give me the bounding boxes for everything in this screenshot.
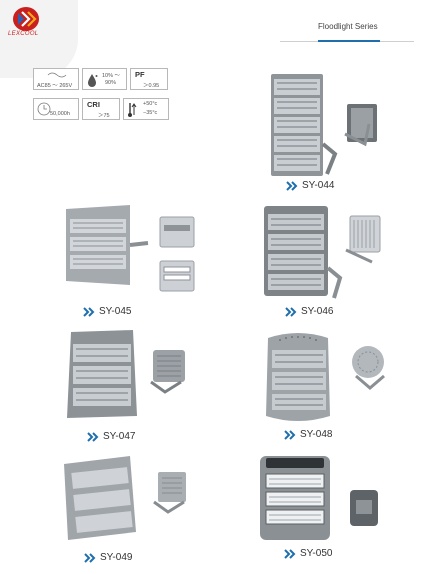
product-label-sy-047: SY-047 <box>87 431 135 442</box>
spec-humidity-high: 10% ～ <box>102 73 121 79</box>
product-model: SY-045 <box>99 306 132 317</box>
chevron-right-icon <box>285 306 297 317</box>
brand-logo-icon <box>13 7 39 31</box>
product-label-sy-045: SY-045 <box>83 306 131 317</box>
droplet-icon <box>88 74 98 87</box>
spec-temp-high: +50°c <box>143 101 158 107</box>
spec-voltage: AC85 ～ 265V <box>33 68 79 90</box>
brand-name: LEXCOOL <box>8 31 39 37</box>
product-label-sy-049: SY-049 <box>84 552 132 563</box>
product-model: SY-048 <box>300 429 333 440</box>
product-image-sy-048 <box>266 333 385 421</box>
spec-cri-label: CRI <box>87 100 100 109</box>
spec-temp-low: −35°c <box>143 110 158 116</box>
product-model: SY-044 <box>302 180 335 191</box>
product-model: SY-049 <box>100 552 133 563</box>
product-label-sy-048: SY-048 <box>284 429 332 440</box>
wave-voltage-icon <box>47 72 67 78</box>
chevron-right-icon <box>284 429 296 440</box>
logo-backdrop <box>0 0 78 78</box>
spec-lifetime: 50,000h <box>33 98 79 120</box>
product-image-sy-046 <box>264 206 381 299</box>
page-title: Floodlight Series <box>318 22 378 31</box>
spec-lifetime-value: 50,000h <box>50 111 70 117</box>
spec-humidity: 10% ～ 90% <box>82 68 127 90</box>
product-label-sy-050: SY-050 <box>284 548 332 559</box>
chevron-right-icon <box>87 431 99 442</box>
product-image-sy-047 <box>67 330 185 418</box>
product-image-sy-045 <box>66 205 195 292</box>
clock-icon <box>37 102 51 116</box>
chevron-right-icon <box>286 180 298 191</box>
spec-voltage-value: AC85 ～ 265V <box>37 83 73 89</box>
spec-pf-value: ＞0.95 <box>143 83 160 89</box>
chevron-right-icon <box>83 306 95 317</box>
product-model: SY-047 <box>103 431 136 442</box>
product-image-sy-049 <box>64 456 186 540</box>
chevron-right-icon <box>284 548 296 559</box>
title-accent-bar <box>318 40 380 42</box>
product-image-sy-044 <box>271 74 377 176</box>
spec-pf-label: PF <box>135 70 145 79</box>
product-model: SY-046 <box>301 306 334 317</box>
spec-temperature: +50°c −35°c <box>123 98 169 120</box>
spec-cri-value: ＞75 <box>98 113 110 119</box>
product-label-sy-044: SY-044 <box>286 180 334 191</box>
product-model: SY-050 <box>300 548 333 559</box>
chevron-right-icon <box>84 552 96 563</box>
spec-cri: CRI ＞75 <box>82 98 120 120</box>
product-label-sy-046: SY-046 <box>285 306 333 317</box>
spec-pf: PF ＞0.95 <box>130 68 168 90</box>
product-image-sy-050 <box>260 456 378 540</box>
thermometer-icon <box>128 103 137 117</box>
spec-humidity-low: 90% <box>105 80 117 86</box>
